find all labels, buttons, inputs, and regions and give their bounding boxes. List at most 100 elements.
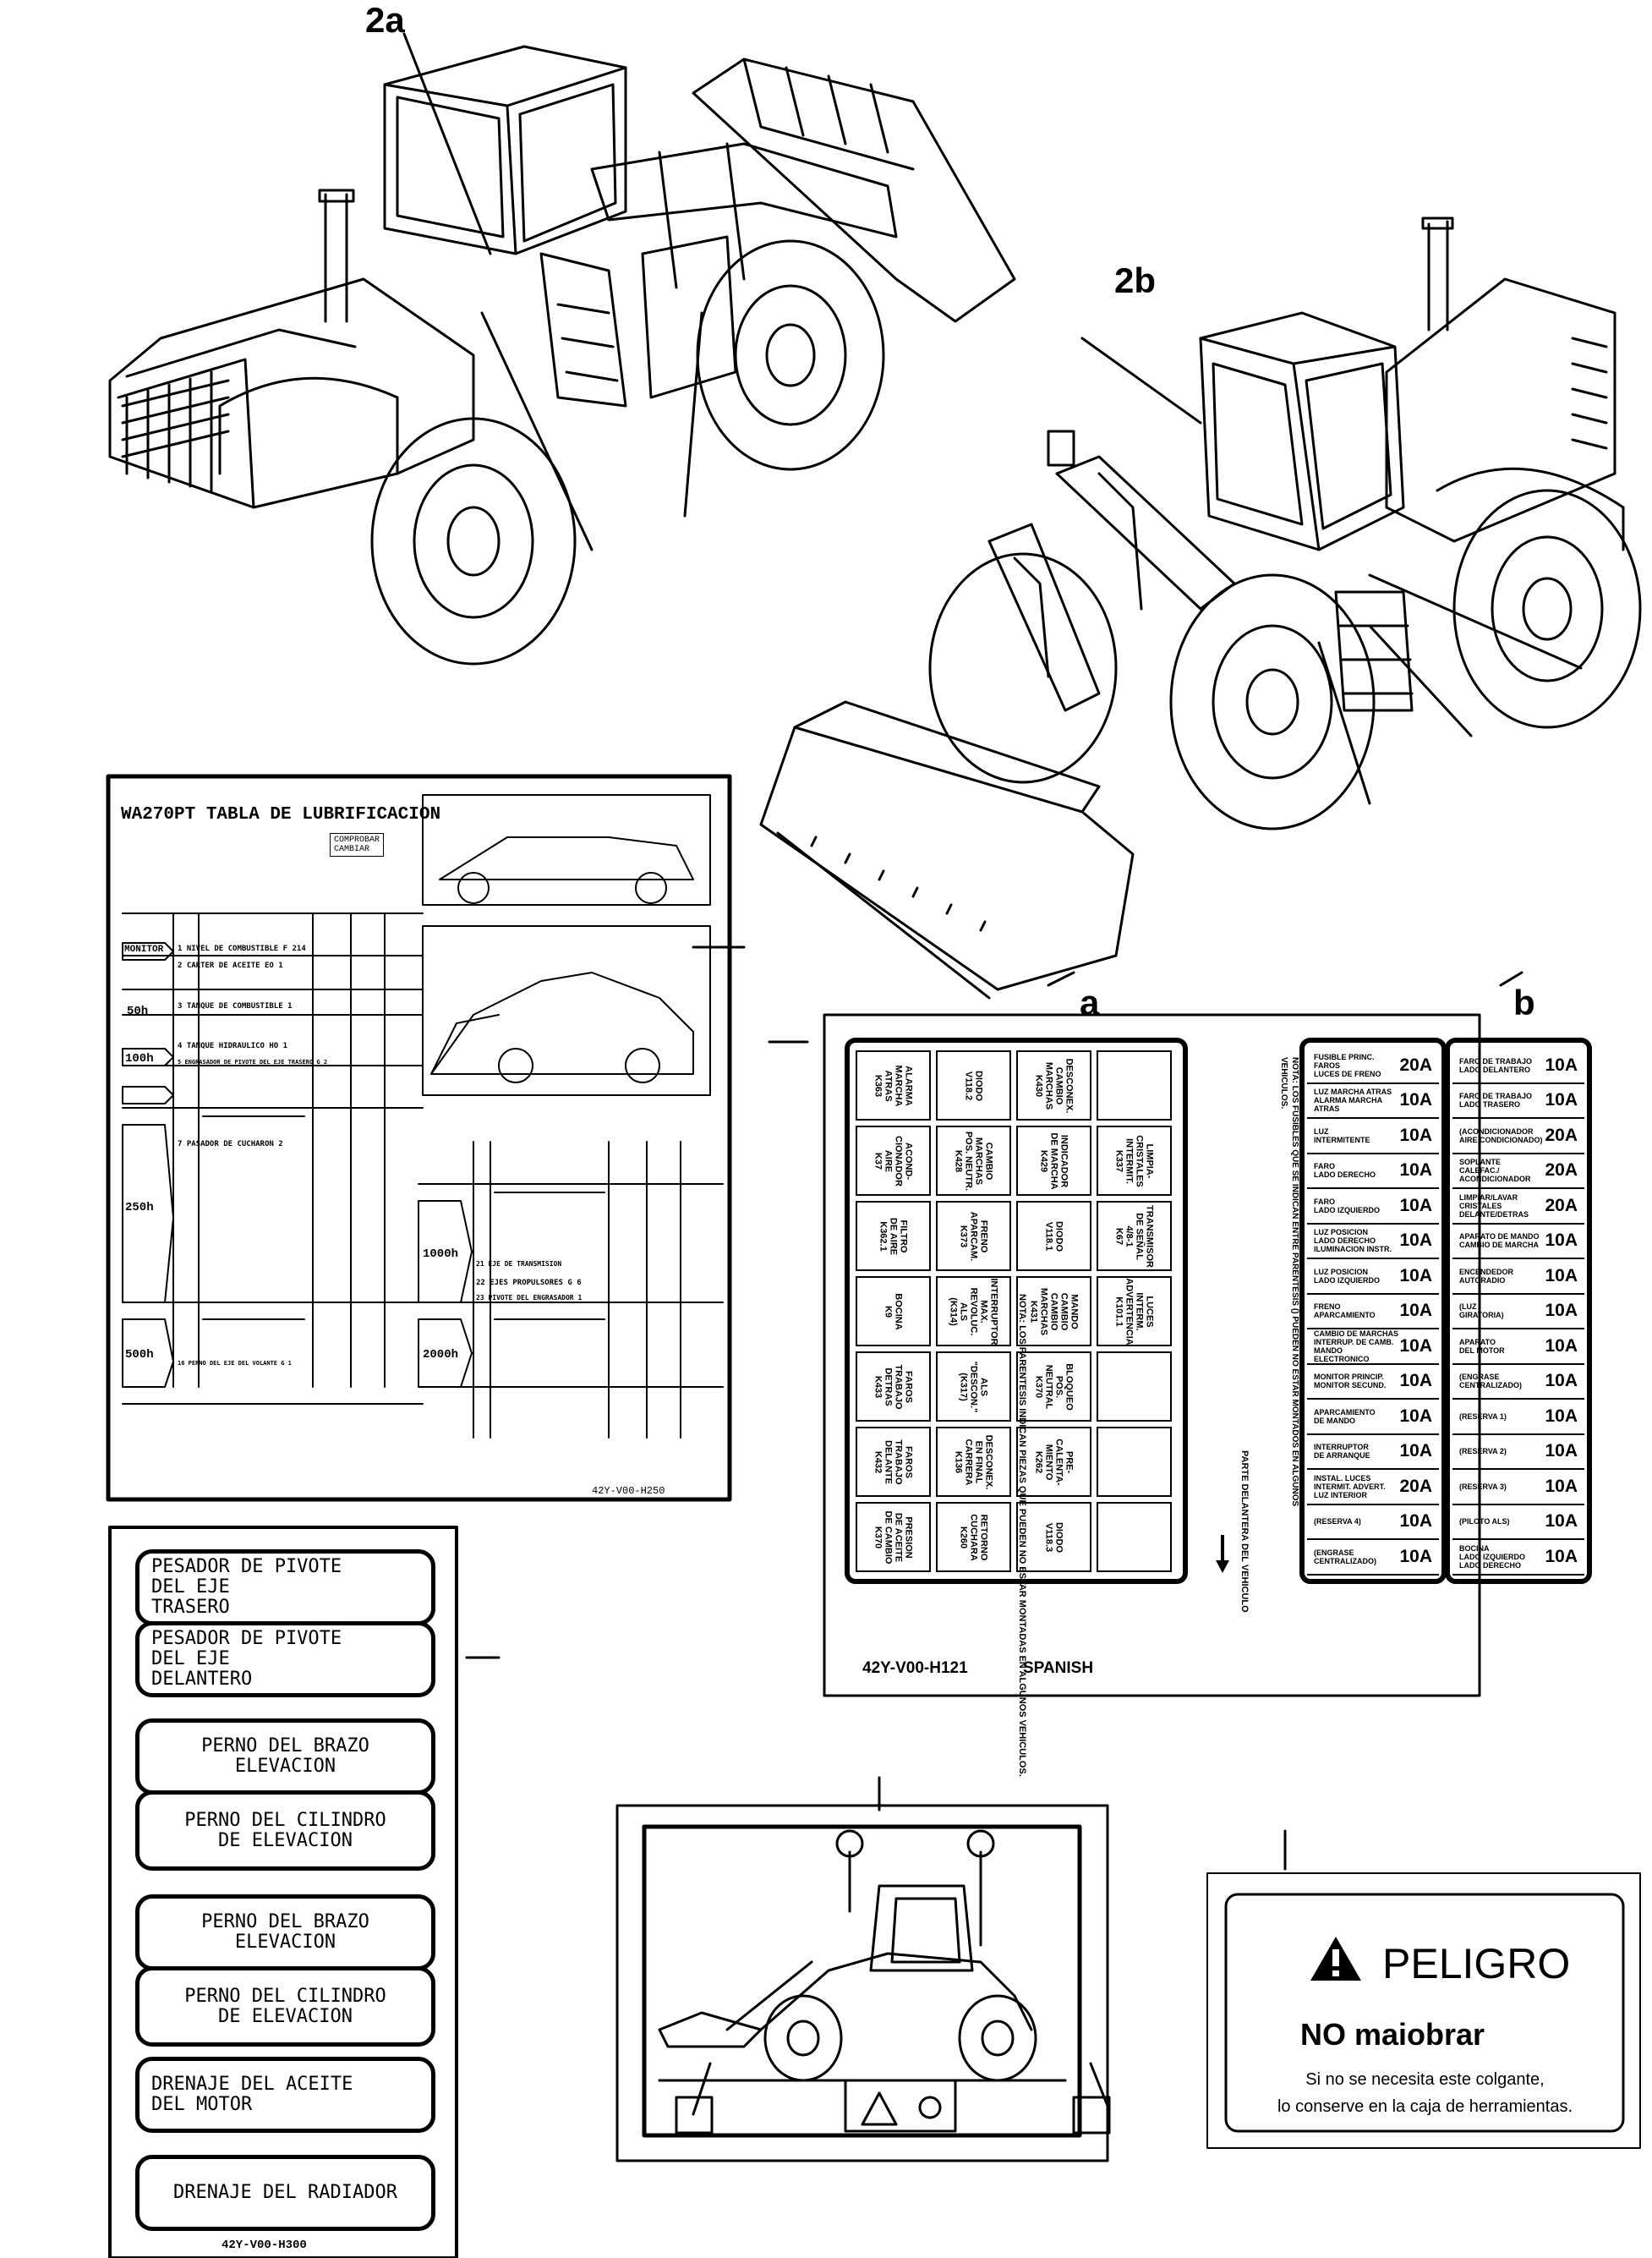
relay-label: ALARMA MARCHA ATRAS K363 — [872, 1065, 914, 1106]
fuse-row: LUZ INTERMITENTE 10A — [1307, 1119, 1439, 1154]
lub-row-5: 5 ENGRASADOR DE PIVOTE DEL EJE TRASERO G… — [178, 1059, 328, 1066]
relay-cell: FILTRO DE AIRE K362.1 — [856, 1201, 931, 1271]
tag-radiator-drain: DRENAJE DEL RADIADOR — [135, 2155, 435, 2231]
fuse-row: INTERRUPTOR DE ARRANQUE 10A — [1307, 1435, 1439, 1470]
relay-cell — [1097, 1351, 1172, 1422]
warning-triangle-icon — [1310, 1937, 1361, 1981]
fuse-label: APARATO DEL MOTOR — [1459, 1337, 1505, 1355]
lub-row-1: 1 NIVEL DE COMBUSTIBLE F 214 — [178, 945, 306, 953]
fuse-label: FUSIBLE PRINC. FAROS LUCES DE FRENO — [1314, 1052, 1381, 1078]
wheel-loader-front-view — [759, 216, 1642, 1000]
fuse-amperage: 10A — [1399, 1546, 1432, 1566]
fuse-row: (ACONDICIONADOR AIRE CONDICIONADO)20A — [1452, 1119, 1584, 1154]
tag-front-axle-pivot: PESADOR DE PIVOTE DEL EJE DELANTERO — [135, 1621, 435, 1697]
fuse-label: INSTAL. LUCES INTERMIT. ADVERT. LUZ INTE… — [1314, 1473, 1386, 1499]
relay-label: DIODO V118.2 — [963, 1070, 984, 1101]
fuse-amperage: 10A — [1545, 1301, 1578, 1321]
fuse-amperage: 10A — [1399, 1195, 1432, 1215]
interval-100h: 100h — [125, 1052, 154, 1066]
callout-a: a — [1080, 983, 1100, 1022]
relay-label: DIODO V118.3 — [1043, 1521, 1064, 1553]
fuse-label: LUZ INTERMITENTE — [1314, 1126, 1370, 1144]
lub-row-23: 23 PIVOTE DEL ENGRASADOR 1 — [476, 1294, 583, 1302]
fuse-amperage: 10A — [1545, 1265, 1578, 1285]
danger-line-2: lo conserve en la caja de herramientas. — [1277, 2097, 1573, 2116]
fuse-panel-code: 42Y-V00-H121 — [862, 1659, 968, 1677]
relay-label: LUCES INTERM. ADVERTENCIA K101.1 — [1113, 1277, 1155, 1345]
interval-50h: 50h — [127, 1005, 149, 1018]
front-arrow-icon — [1216, 1535, 1229, 1573]
relay-cell: DIODO V118.1 — [1016, 1201, 1091, 1271]
tag-lift-cylinder-pin-2: PERNO DEL CILINDRO DE ELEVACION — [135, 1966, 435, 2047]
lubrication-chart-code: 42Y-V00-H250 — [592, 1485, 665, 1497]
relay-cell — [1097, 1427, 1172, 1497]
fuse-label: LUZ POSICION LADO IZQUIERDO — [1314, 1267, 1380, 1285]
relay-cell: MANDO CAMBIO CAMBIO MARCHAS K431 — [1016, 1276, 1091, 1346]
fuse-row: (PILOTO ALS)10A — [1452, 1505, 1584, 1540]
fuse-amperage: 10A — [1399, 1160, 1432, 1181]
fuse-row: (RESERVA 2)10A — [1452, 1435, 1584, 1470]
relay-label: PRESION DE ACEITE DE CAMBIO K370 — [872, 1510, 914, 1564]
fuse-row: (LUZ GIRATORIA) 10A — [1452, 1295, 1584, 1329]
fuse-amperage: 10A — [1545, 1090, 1578, 1110]
fuse-label: FARO DE TRABAJO LADO TRASERO — [1459, 1092, 1533, 1110]
fuse-label: (RESERVA 3) — [1459, 1482, 1507, 1491]
relay-cell: DIODO V118.2 — [936, 1050, 1011, 1121]
fuse-label: (ENGRASE CENTRALIZADO) — [1459, 1373, 1522, 1390]
callout-2a: 2a — [365, 0, 405, 40]
fuse-label: (RESERVA 1) — [1459, 1411, 1507, 1421]
fuse-note: NOTA: LOS FUSIBLES QUE SE INDICAN ENTRE … — [1279, 1057, 1299, 1507]
fuse-label: INTERRUPTOR DE ARRANQUE — [1314, 1443, 1370, 1461]
fuse-row: MONITOR PRINCIP. MONITOR SECUND.10A — [1307, 1365, 1439, 1400]
lub-row-2: 2 CARTER DE ACEITE EO 1 — [178, 962, 283, 970]
relay-cell: LUCES INTERM. ADVERTENCIA K101.1 — [1097, 1276, 1172, 1346]
fuse-amperage: 20A — [1399, 1055, 1432, 1075]
fuse-row: (RESERVA 3)10A — [1452, 1470, 1584, 1505]
fuse-amperage: 10A — [1399, 1125, 1432, 1145]
relay-note: NOTA: LOS PARENTESIS INDICAN PIEZAS QUE … — [1017, 1294, 1027, 1777]
interval-2000h: 2000h — [423, 1348, 459, 1362]
fuse-label: (RESERVA 2) — [1459, 1447, 1507, 1456]
fuse-amperage: 20A — [1545, 1125, 1578, 1145]
interval-monitor: MONITOR — [124, 945, 164, 955]
relay-label: INDICADOR DE MARCHA K429 — [1038, 1132, 1069, 1190]
fuse-row: LUZ POSICION LADO DERECHO ILUMINACION IN… — [1307, 1225, 1439, 1259]
tag-rear-axle-pivot: PESADOR DE PIVOTE DEL EJE TRASERO — [135, 1549, 435, 1625]
relay-cell: FRENO APARCAM. K373 — [936, 1201, 1011, 1271]
tag-lift-arm-pin-2: PERNO DEL BRAZO ELEVACION — [135, 1894, 435, 1970]
fuse-label: FARO DE TRABAJO LADO DELANTERO — [1459, 1056, 1533, 1074]
relay-label: FAROS TRABAJO DELANTE K432 — [872, 1439, 914, 1485]
interval-500h: 500h — [125, 1348, 154, 1362]
fuse-row: CAMBIO DE MARCHAS INTERRUP. DE CAMB. MAN… — [1307, 1329, 1439, 1365]
relay-cell: FAROS TRABAJO DELANTE K432 — [856, 1427, 931, 1497]
wheel-loader-rear-view — [108, 32, 1016, 666]
fuse-row: (RESERVA 4)10A — [1307, 1505, 1439, 1540]
lub-row-21: 21 EJE DE TRANSMISION — [476, 1260, 562, 1268]
fuse-amperage: 10A — [1399, 1441, 1432, 1461]
fuse-amperage: 20A — [1545, 1160, 1578, 1181]
fuse-label: LIMPIAR/LAVAR CRISTALES DELANTE/DETRAS — [1459, 1192, 1529, 1219]
fuse-label: (PILOTO ALS) — [1459, 1517, 1510, 1526]
fuse-amperage: 10A — [1545, 1406, 1578, 1426]
relay-label: FILTRO DE AIRE K362.1 — [878, 1217, 909, 1255]
fuse-amperage: 20A — [1545, 1195, 1578, 1215]
fuse-label: (LUZ GIRATORIA) — [1459, 1302, 1504, 1320]
fuse-amperage: 10A — [1399, 1230, 1432, 1251]
relay-cell: ALS "DESCON." (K317) — [936, 1351, 1011, 1422]
fuse-panel-language: SPANISH — [1023, 1659, 1094, 1677]
fuse-label: LUZ POSICION LADO DERECHO ILUMINACION IN… — [1314, 1228, 1392, 1254]
fuse-amperage: 10A — [1545, 1335, 1578, 1356]
fuse-amperage: 10A — [1545, 1546, 1578, 1566]
interval-1000h: 1000h — [423, 1247, 459, 1261]
relay-label: DESCONEX. EN FINAL CARRERA K136 — [953, 1434, 994, 1489]
fuse-label: (RESERVA 4) — [1314, 1517, 1361, 1526]
relay-cell: PRE- CALENTA- MIENTO K262 — [1016, 1427, 1091, 1497]
relay-label: BLOQUEO POS. NEUTRAL K370 — [1033, 1362, 1075, 1411]
